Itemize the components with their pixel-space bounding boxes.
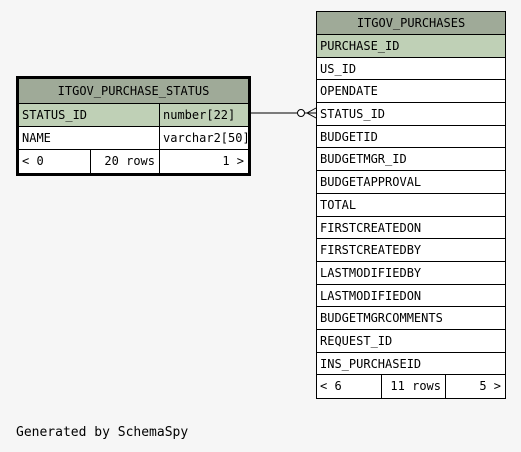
column-type: number[22] <box>159 104 248 126</box>
parent-count[interactable]: < 0 <box>22 154 44 168</box>
table-row[interactable]: STATUS_ID <box>317 103 505 126</box>
row-count: 20 rows <box>90 150 159 173</box>
column-name: NAME <box>22 131 51 145</box>
column-name: INS_PURCHASEID <box>320 356 422 371</box>
table-row[interactable]: US_ID <box>317 58 505 81</box>
parent-count[interactable]: < 6 <box>320 379 342 394</box>
table-row[interactable]: TOTAL <box>317 194 505 217</box>
table-row[interactable]: STATUS_ID number[22] <box>19 104 248 127</box>
table-row[interactable]: FIRSTCREATEDBY <box>317 239 505 262</box>
table-row[interactable]: PURCHASE_ID <box>317 35 505 58</box>
table-row[interactable]: BUDGETMGR_ID <box>317 148 505 172</box>
column-name: BUDGETAPPROVAL <box>320 175 422 190</box>
row-count: 11 rows <box>381 375 445 398</box>
column-type: varchar2[50] <box>159 127 248 149</box>
table-row[interactable]: LASTMODIFIEDBY <box>317 262 505 285</box>
crows-foot-lower <box>306 112 317 119</box>
column-name: FIRSTCREATEDON <box>320 220 422 235</box>
crows-foot-upper <box>306 107 317 114</box>
table-row[interactable]: OPENDATE <box>317 80 505 104</box>
column-name: LASTMODIFIEDBY <box>320 265 422 280</box>
table-row[interactable]: BUDGETID <box>317 126 505 149</box>
table-title[interactable]: ITGOV_PURCHASE_STATUS <box>19 79 248 104</box>
column-name: FIRSTCREATEDBY <box>320 243 422 258</box>
column-name: STATUS_ID <box>320 107 386 122</box>
column-name: REQUEST_ID <box>320 333 393 348</box>
itgov-purchase-status-table[interactable]: ITGOV_PURCHASE_STATUS STATUS_ID number[2… <box>16 76 251 176</box>
table-title[interactable]: ITGOV_PURCHASES <box>317 12 505 35</box>
column-name: BUDGETID <box>320 129 378 144</box>
column-name: BUDGETMGR_ID <box>320 152 407 167</box>
column-name: OPENDATE <box>320 84 378 99</box>
column-name: STATUS_ID <box>22 108 88 122</box>
column-name: TOTAL <box>320 197 357 212</box>
table-row[interactable]: BUDGETAPPROVAL <box>317 171 505 194</box>
table-row[interactable]: LASTMODIFIEDON <box>317 285 505 308</box>
column-name: LASTMODIFIEDON <box>320 288 422 303</box>
column-name: US_ID <box>320 61 357 76</box>
optional-circle <box>297 109 305 117</box>
column-name: PURCHASE_ID <box>320 39 400 53</box>
table-row[interactable]: INS_PURCHASEID <box>317 353 505 376</box>
itgov-purchases-table[interactable]: ITGOV_PURCHASES PURCHASE_ID US_ID OPENDA… <box>316 11 506 399</box>
table-row[interactable]: NAME varchar2[50] <box>19 127 248 150</box>
child-count[interactable]: 1 > <box>159 150 248 173</box>
table-footer: < 6 11 rows 5 > <box>317 375 505 398</box>
table-footer: < 0 20 rows 1 > <box>19 150 248 173</box>
table-row[interactable]: FIRSTCREATEDON <box>317 217 505 240</box>
generator-credit: Generated by SchemaSpy <box>16 425 189 440</box>
child-count[interactable]: 5 > <box>445 375 505 398</box>
column-name: BUDGETMGRCOMMENTS <box>320 311 443 326</box>
table-row[interactable]: BUDGETMGRCOMMENTS <box>317 307 505 330</box>
table-row[interactable]: REQUEST_ID <box>317 330 505 353</box>
